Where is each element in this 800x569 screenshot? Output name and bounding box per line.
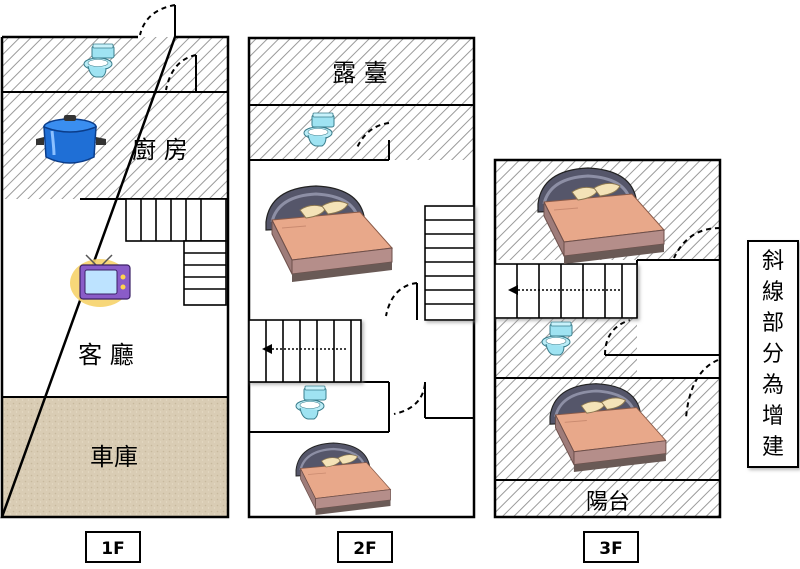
floor-tag-3f: 3F [599, 539, 622, 559]
hatched-bathroom-2f [249, 105, 474, 160]
stairs-icon [494, 263, 638, 319]
floor-tag-1f: 1F [101, 539, 124, 559]
legend-char: 斜 [762, 249, 784, 274]
toilet-icon [295, 385, 327, 420]
hatched-terrace [249, 38, 474, 105]
room-label-terrace: 露 臺 [332, 59, 388, 87]
stairs-icon [248, 319, 362, 383]
hatched-balcony [495, 480, 720, 517]
stairs-icon [424, 205, 475, 321]
legend-box: 斜 線 部 分 為 增 建 [747, 240, 799, 468]
room-label-living: 客 廳 [78, 341, 134, 369]
floor-3f: 陽台 [493, 158, 722, 519]
legend-char: 部 [762, 311, 784, 336]
legend-char: 分 [762, 342, 784, 367]
door-swing-icon [355, 122, 426, 415]
floor-tag-2f: 2F [353, 539, 376, 559]
room-label-kitchen: 廚 房 [132, 136, 188, 164]
floor-tags: 1F 2F 3F [85, 531, 639, 563]
bed-icon [294, 441, 392, 517]
legend-char: 增 [762, 404, 784, 429]
floor-2f: 露 臺 [247, 36, 476, 519]
stairs-arrow-icon [508, 285, 620, 295]
stairs-icon [125, 198, 227, 306]
stairs-arrow-icon [262, 344, 346, 354]
door-swing-icon [604, 227, 721, 419]
floor-1f: 廚 房 客 廳 車庫 [0, 4, 230, 519]
garage-area [2, 397, 228, 517]
bed-icon [264, 184, 394, 284]
tv-icon [69, 254, 131, 308]
room-label-garage: 車庫 [90, 443, 138, 471]
door-swing-icon [139, 4, 197, 92]
hatched-extension-1f [2, 37, 228, 199]
legend-char: 線 [762, 280, 784, 305]
legend-char: 為 [762, 373, 784, 398]
room-label-balcony: 陽台 [586, 490, 630, 515]
legend-char: 建 [762, 435, 784, 460]
